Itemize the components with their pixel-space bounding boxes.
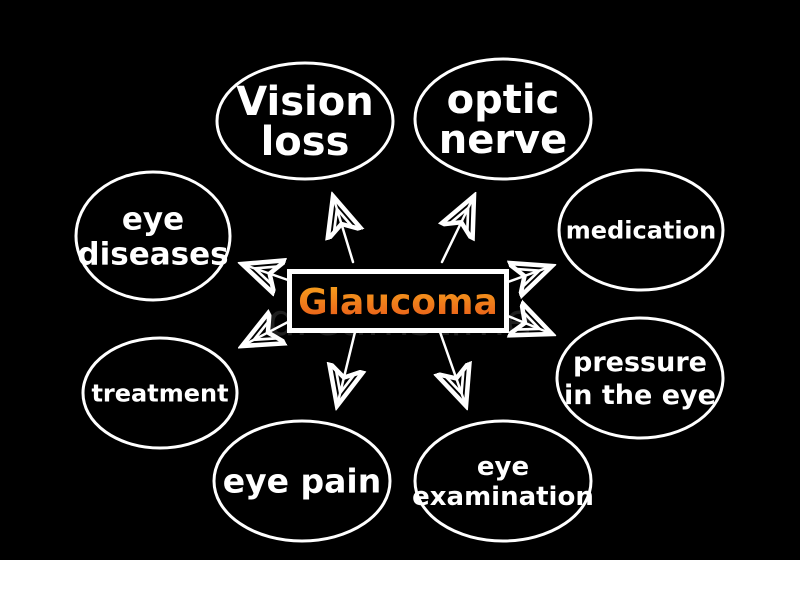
node-label: Vision bbox=[236, 79, 373, 125]
connector-arrow-eye-examination bbox=[440, 330, 466, 406]
connector-arrow-medication bbox=[508, 266, 552, 282]
node-label: pressure bbox=[573, 347, 707, 378]
node-bubble bbox=[215, 61, 395, 181]
mind-map-canvas: dreamstime Visionlossopticnerveeyediseas… bbox=[74, 57, 725, 543]
node-label: eye pain bbox=[223, 462, 381, 501]
node-label: examination bbox=[412, 482, 594, 512]
node-label: diseases bbox=[77, 236, 228, 272]
connector-arrow-pressure-in-the-eye bbox=[508, 316, 552, 334]
node-medication: medication bbox=[557, 168, 725, 292]
node-label: treatment bbox=[91, 379, 228, 407]
node-bubble bbox=[557, 168, 725, 292]
connector-arrow-treatment bbox=[242, 322, 290, 346]
node-label: loss bbox=[261, 119, 350, 165]
node-bubble bbox=[413, 419, 593, 543]
connector-group bbox=[242, 196, 552, 406]
node-bubble bbox=[555, 316, 725, 440]
node-label: eye bbox=[122, 201, 184, 237]
center-topic-inner bbox=[292, 274, 504, 328]
node-label: eye bbox=[477, 452, 529, 482]
node-label: medication bbox=[566, 216, 716, 244]
connector-arrow-vision-loss bbox=[333, 196, 353, 264]
node-label: optic bbox=[447, 77, 560, 123]
node-bubble bbox=[413, 57, 593, 181]
node-bubble bbox=[212, 419, 392, 543]
node-bubble bbox=[74, 170, 232, 302]
node-bubble bbox=[81, 336, 239, 450]
center-topic-label: Glaucoma bbox=[298, 282, 498, 323]
connector-arrow-eye-pain bbox=[337, 330, 355, 406]
connector-arrow-eye-diseases bbox=[242, 264, 290, 280]
node-label: in the eye bbox=[564, 380, 716, 411]
node-label: nerve bbox=[439, 117, 568, 163]
node-treatment: treatment bbox=[81, 336, 239, 450]
node-eye-pain: eye pain bbox=[212, 419, 392, 543]
footer-strip bbox=[0, 560, 800, 605]
connector-arrow-optic-nerve bbox=[442, 196, 474, 264]
center-topic: Glaucoma bbox=[287, 269, 509, 333]
node-group: Visionlossopticnerveeyediseasesmedicatio… bbox=[74, 57, 725, 543]
